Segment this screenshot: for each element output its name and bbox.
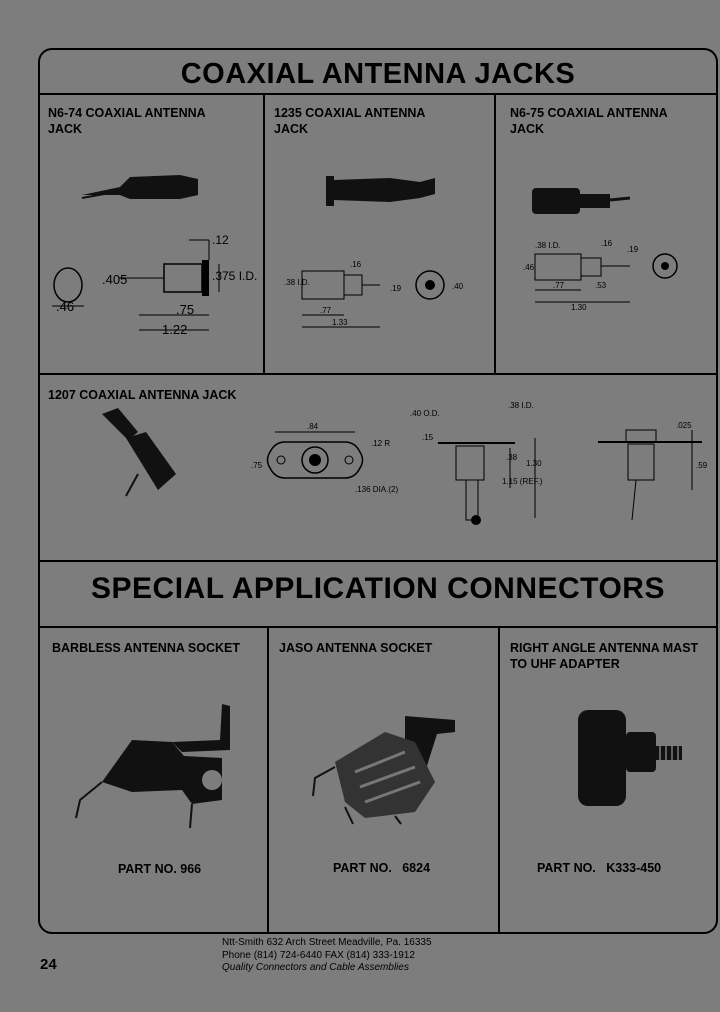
n6-74-illustration <box>81 175 198 199</box>
1207-illustration <box>102 408 176 497</box>
page-frame <box>38 48 718 934</box>
footer-address: Ntt-Smith 632 Arch Street Meadville, Pa.… <box>222 937 432 975</box>
n6-75-dim-1: .38 I.D. <box>535 241 561 250</box>
n6-75-dim-3: .19 <box>627 245 639 254</box>
panel-label-1235: 1235 COAXIAL ANTENNA JACK <box>274 106 426 136</box>
footer-line-3: Quality Connectors and Cable Assemblies <box>222 962 409 973</box>
n6-74-dim-5: .75 <box>176 302 194 317</box>
1235-dim-5: 1.33 <box>332 318 348 327</box>
panel-label-1207: 1207 COAXIAL ANTENNA JACK <box>48 388 237 402</box>
panel-label-right-angle: RIGHT ANGLE ANTENNA MAST TO UHF ADAPTER <box>510 641 699 671</box>
divider-title-2 <box>40 626 716 628</box>
1235-illustration <box>326 176 435 206</box>
n6-74-dim-2: .405 <box>102 272 127 287</box>
1207-profile-drawing: .025 .59 <box>598 421 708 521</box>
section-title-special: SPECIAL APPLICATION CONNECTORS <box>91 572 665 605</box>
1207-dim-6: .38 I.D. <box>508 401 534 410</box>
n6-75-dim-7: .46 <box>523 263 535 272</box>
divider-col-1b <box>494 94 496 374</box>
footer-line-2: Phone (814) 724-6440 FAX (814) 333-1912 <box>222 949 415 961</box>
n6-75-dim-2: .16 <box>601 239 613 248</box>
n6-75-dimension-drawing: .38 I.D. .16 .19 .77 .53 1.30 .46 <box>523 239 678 312</box>
1207-dim-3: .75 <box>251 461 263 470</box>
1207-dim-4: .136 DIA.(2) <box>355 485 398 494</box>
1235-dim-2: .38 I.D. <box>284 278 310 287</box>
1235-dim-3: .19 <box>390 284 402 293</box>
1235-dim-4: .77 <box>320 306 332 315</box>
1207-dim-10: 1.15 (REF.) <box>502 477 543 486</box>
divider-row-2 <box>40 560 716 562</box>
divider-col-3a <box>267 627 269 933</box>
section-title-coaxial: COAXIAL ANTENNA JACKS <box>180 58 576 90</box>
1207-dim-5: .40 O.D. <box>410 409 440 418</box>
1207-dim-1: .84 <box>307 422 319 431</box>
1207-dim-12: .59 <box>696 461 708 470</box>
divider-row-1 <box>40 373 716 375</box>
n6-75-illustration <box>532 188 631 214</box>
page-number: 24 <box>40 956 57 973</box>
1207-dim-7: .15 <box>422 433 434 442</box>
panel-label-n6-74: N6-74 COAXIAL ANTENNA JACK <box>48 106 206 136</box>
n6-75-dim-4: .77 <box>553 281 565 290</box>
1235-dimension-drawing: .16 .38 I.D. .19 .77 1.33 .40 <box>284 260 464 328</box>
part-number-966: PART NO. 966 <box>118 862 202 876</box>
n6-74-dim-6: 1.22 <box>162 322 187 337</box>
footer-line-1: Ntt-Smith 632 Arch Street Meadville, Pa.… <box>222 937 432 948</box>
part-number-6824: PART NO. 6824 <box>333 861 431 875</box>
n6-74-dim-3: .375 I.D. <box>212 269 257 283</box>
1235-dim-6: .40 <box>452 282 464 291</box>
n6-74-dim-1: .12 <box>212 233 229 247</box>
n6-74-dim-4: .46 <box>56 299 74 314</box>
part-number-k333-450: PART NO. K333-450 <box>537 861 662 875</box>
1207-flange-drawing: .84 .12 R .75 .136 DIA.(2) <box>251 422 398 494</box>
panel-label-n6-75: N6-75 COAXIAL ANTENNA JACK <box>510 106 668 136</box>
1207-dim-2: .12 R <box>371 439 390 448</box>
right-angle-adapter-illustration <box>578 710 682 806</box>
n6-75-dim-6: 1.30 <box>571 303 587 312</box>
divider-title-1 <box>40 93 716 95</box>
divider-col-1a <box>263 94 265 374</box>
1207-dim-8: .38 <box>506 453 518 462</box>
n6-74-dimension-drawing: .12 .405 .375 I.D. .46 .75 1.22 <box>52 233 257 337</box>
divider-col-3b <box>498 627 500 933</box>
1207-dim-9: 1.30 <box>526 459 542 468</box>
panel-label-jaso: JASO ANTENNA SOCKET <box>279 641 433 655</box>
jaso-socket-illustration <box>312 716 455 825</box>
1235-dim-1: .16 <box>350 260 362 269</box>
barbless-socket-illustration <box>75 704 230 829</box>
panel-label-barbless: BARBLESS ANTENNA SOCKET <box>52 641 240 655</box>
n6-75-dim-5: .53 <box>595 281 607 290</box>
1207-side-drawing: .40 O.D. .38 I.D. .15 .38 1.30 1.15 (REF… <box>410 401 543 525</box>
1207-dim-11: .025 <box>676 421 692 430</box>
